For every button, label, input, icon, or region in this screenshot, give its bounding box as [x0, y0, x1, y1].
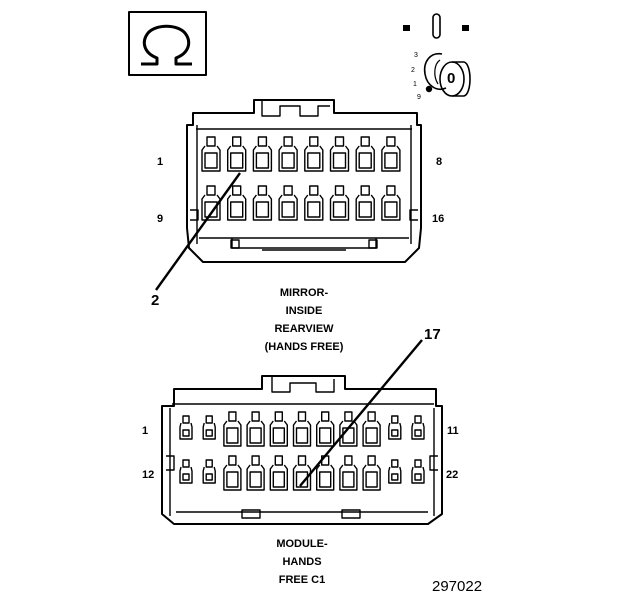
omega-symbol-icon [128, 11, 207, 76]
switch-position-label: 3 [414, 52, 418, 59]
terminal-cavity [278, 185, 298, 221]
switch-center-label: 0 [447, 70, 456, 87]
terminal-cavity [269, 411, 288, 447]
terminal-cavity [329, 185, 350, 221]
terminal-cavity [252, 185, 273, 221]
terminal-cavity [278, 136, 298, 172]
callout-17: 17 [424, 326, 441, 343]
pin-label-bottom-right: 16 [432, 213, 445, 225]
terminal-cavity [227, 136, 247, 172]
terminal-cavity [202, 459, 216, 484]
ignition-switch-icon [403, 13, 471, 97]
terminal-cavity [179, 415, 193, 440]
callout-17-leader-line [299, 339, 423, 487]
terminal-cavity [201, 136, 221, 172]
terminal-cavity [179, 459, 193, 484]
caption-line: MIRROR- [279, 287, 329, 299]
terminal-cavity [246, 411, 265, 447]
terminal-cavity [411, 459, 425, 484]
caption-line: HANDS [282, 556, 322, 568]
pin-label-top-right: 8 [436, 156, 443, 168]
terminal-cavity [316, 411, 335, 447]
module-connector [161, 375, 443, 525]
terminal-cavity [292, 411, 312, 447]
terminal-cavity [246, 455, 265, 491]
caption-line: MODULE- [276, 538, 328, 550]
figure-number: 297022 [432, 578, 483, 595]
terminal-cavity [355, 136, 375, 172]
caption-line: (HANDS FREE) [264, 341, 344, 353]
switch-position-label: 9 [417, 94, 421, 101]
terminal-cavity [223, 455, 242, 491]
terminal-cavity [304, 185, 324, 221]
pin-label-top-right: 11 [447, 425, 459, 437]
switch-position-label: 2 [411, 67, 415, 74]
terminal-cavity [388, 459, 402, 484]
pin-label-bottom-left: 12 [142, 469, 155, 481]
terminal-cavity [329, 136, 350, 172]
terminal-cavity [252, 136, 273, 172]
terminal-cavity [381, 136, 401, 172]
terminal-cavity [292, 455, 312, 491]
caption-line: REARVIEW [274, 323, 334, 335]
mirror-connector [186, 99, 422, 263]
terminal-cavity [223, 411, 242, 447]
terminal-cavity [304, 136, 324, 172]
pin-label-bottom-left: 9 [157, 213, 164, 225]
terminal-cavity [227, 185, 247, 221]
terminal-cavity [269, 455, 288, 491]
terminal-cavity [388, 415, 402, 440]
terminal-cavity [362, 455, 381, 491]
terminal-cavity [201, 185, 221, 221]
terminal-cavity [202, 415, 216, 440]
terminal-cavity [362, 411, 381, 447]
caption-line: INSIDE [285, 305, 323, 317]
terminal-cavity [411, 415, 425, 440]
callout-2-leader-line [155, 172, 241, 291]
caption-line: FREE C1 [278, 574, 326, 586]
terminal-cavity [355, 185, 375, 221]
callout-2: 2 [151, 292, 160, 309]
switch-position-label: 1 [413, 81, 417, 88]
module-connector-caption: MODULE- HANDS FREE C1 [252, 535, 352, 589]
pin-label-bottom-right: 22 [446, 469, 459, 481]
pin-label-top-left: 1 [157, 156, 164, 168]
mirror-connector-caption: MIRROR- INSIDE REARVIEW (HANDS FREE) [254, 284, 354, 356]
pin-label-top-left: 1 [142, 425, 149, 437]
terminal-cavity [339, 455, 358, 491]
terminal-cavity [381, 185, 401, 221]
